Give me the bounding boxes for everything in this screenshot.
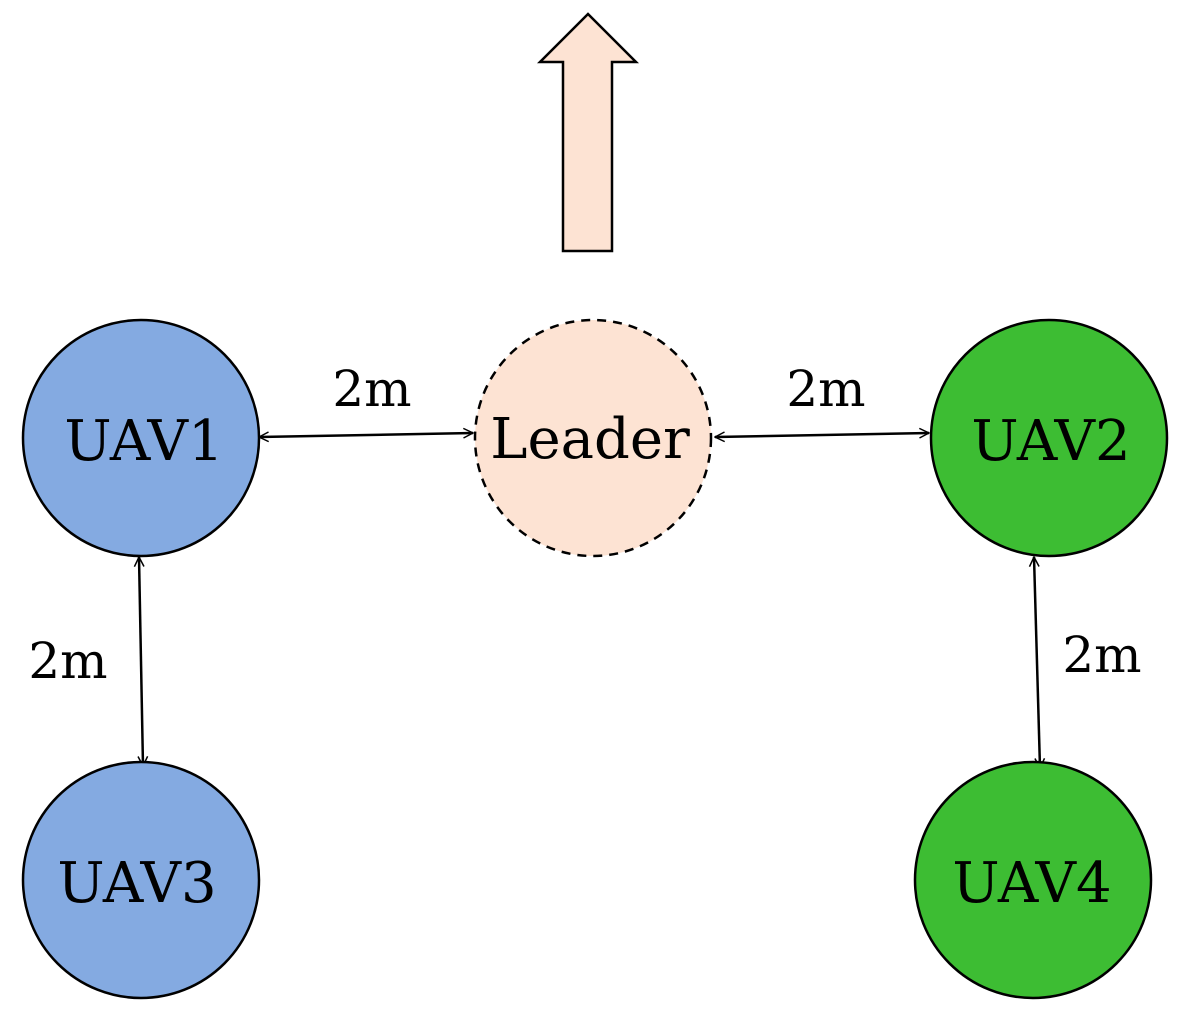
node-uav2: UAV2 <box>929 318 1169 558</box>
uav3-circle <box>21 760 261 1000</box>
node-leader: Leader <box>473 318 713 558</box>
uav4-label: UAV4 <box>952 851 1111 916</box>
edge-uav1-leader <box>259 433 473 437</box>
distance-label-leader-uav2: 2m <box>786 360 865 418</box>
distance-label-uav2-uav4: 2m <box>1062 626 1141 684</box>
edge-leader-uav2 <box>715 433 929 437</box>
uav1-circle <box>21 318 261 558</box>
edge-uav2-uav4 <box>1034 557 1040 768</box>
uav1-label: UAV1 <box>64 409 223 474</box>
node-uav1: UAV1 <box>21 318 261 558</box>
uav2-circle <box>929 318 1169 558</box>
leader-circle <box>473 318 713 558</box>
node-uav3: UAV3 <box>21 760 261 1000</box>
node-uav4: UAV4 <box>913 760 1153 1000</box>
leader-label: Leader <box>490 407 690 472</box>
heading-arrow <box>536 12 640 253</box>
uav3-label: UAV3 <box>57 851 216 916</box>
uav2-label: UAV2 <box>971 409 1130 474</box>
distance-label-uav1-uav3: 2m <box>28 632 107 690</box>
uav4-circle <box>913 760 1153 1000</box>
edge-uav1-uav3 <box>139 557 143 766</box>
distance-label-uav1-leader: 2m <box>332 360 411 418</box>
